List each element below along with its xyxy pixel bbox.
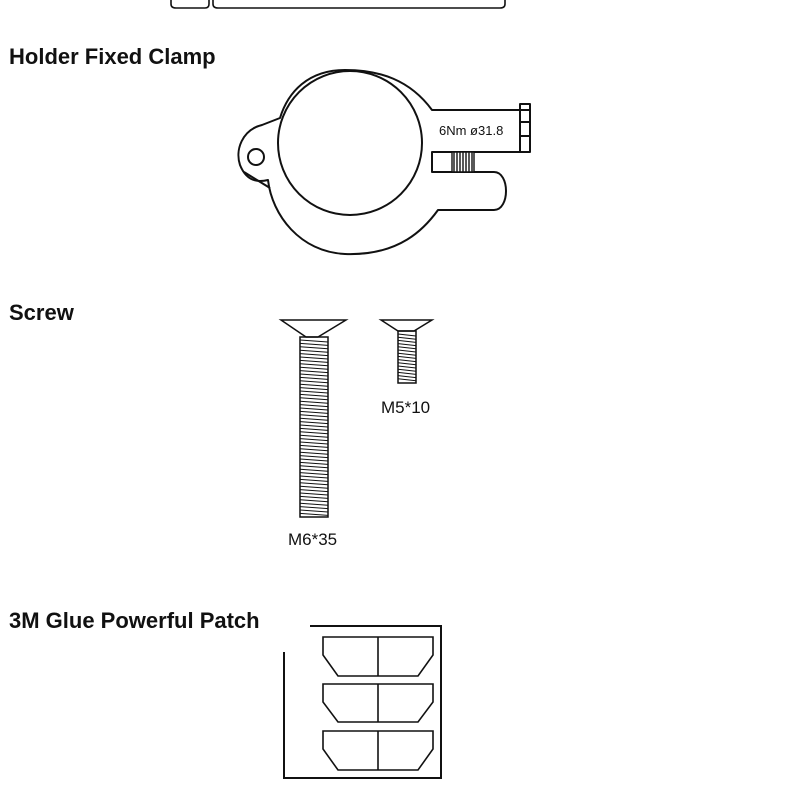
thread-line [299, 509, 329, 513]
thread-line [397, 336, 417, 340]
clamp-outer-body [237, 69, 530, 256]
thread-line [397, 368, 417, 372]
thread-line [299, 383, 329, 387]
section-title-patch: 3M Glue Powerful Patch [9, 608, 260, 633]
thread-line [299, 339, 329, 343]
thread-line [299, 478, 329, 482]
thread-line [299, 458, 329, 462]
thread-line [397, 365, 417, 369]
thread-line [299, 512, 329, 516]
thread-line [299, 448, 329, 452]
thread-line [299, 482, 329, 486]
thread-line [299, 506, 329, 510]
thread-line [299, 397, 329, 401]
thread-line [299, 475, 329, 479]
previous-part-fragment [170, 0, 506, 9]
thread-line [299, 438, 329, 442]
thread-line [299, 444, 329, 448]
thread-line [299, 359, 329, 363]
thread-line [299, 380, 329, 384]
clamp-callout-label: 6Nm ø31.8 [439, 123, 503, 138]
thread-line [299, 404, 329, 408]
thread-line [299, 434, 329, 438]
section-title-screw: Screw [9, 300, 74, 325]
thread-line [299, 346, 329, 350]
patch-drawing [283, 625, 442, 779]
thread-line [397, 343, 417, 347]
thread-line [299, 472, 329, 476]
thread-line [397, 378, 417, 382]
thread-line [299, 468, 329, 472]
thread-line [397, 339, 417, 343]
thread-line [299, 342, 329, 346]
thread-line [299, 492, 329, 496]
thread-line [299, 387, 329, 391]
thread-line [299, 465, 329, 469]
thread-line [397, 371, 417, 375]
thread-line [299, 353, 329, 357]
patch-pad [322, 683, 434, 723]
thread-line [299, 356, 329, 360]
thread-line [299, 489, 329, 493]
thread-line [299, 431, 329, 435]
clamp-drawing [237, 69, 531, 256]
thread-line [299, 485, 329, 489]
long-screw [278, 319, 349, 518]
thread-line [397, 333, 417, 337]
patch-sheet-outline [283, 625, 442, 779]
thread-line [299, 370, 329, 374]
thread-line [299, 366, 329, 370]
long-screw-label: M6*35 [288, 530, 337, 549]
thread-line [299, 390, 329, 394]
thread-line [299, 427, 329, 431]
thread-line [299, 410, 329, 414]
thread-line [299, 455, 329, 459]
short-screw [378, 319, 435, 384]
thread-line [299, 393, 329, 397]
thread-line [299, 400, 329, 404]
clamp-hinge-hole [247, 148, 265, 166]
thread-line [299, 499, 329, 503]
thread-line [397, 349, 417, 353]
thread-line [299, 495, 329, 499]
thread-line [397, 352, 417, 356]
thread-line [299, 417, 329, 421]
clamp-end-cap [519, 103, 531, 153]
thread-line [397, 346, 417, 350]
thread-line [299, 349, 329, 353]
thread-line [299, 502, 329, 506]
thread-line [299, 451, 329, 455]
patch-pad [322, 636, 434, 677]
thread-line [299, 421, 329, 425]
thread-line [299, 407, 329, 411]
thread-line [397, 355, 417, 359]
thread-line [397, 375, 417, 379]
patch-pad [322, 730, 434, 771]
thread-line [397, 362, 417, 366]
thread-line [299, 373, 329, 377]
short-screw-label: M5*10 [381, 398, 430, 417]
thread-line [299, 414, 329, 418]
thread-line [397, 359, 417, 363]
section-title-clamp: Holder Fixed Clamp [9, 44, 216, 69]
thread-line [299, 461, 329, 465]
thread-line [299, 441, 329, 445]
clamp-inner-ring [277, 70, 423, 216]
thread-line [299, 424, 329, 428]
clamp-bolt-thread [451, 151, 475, 173]
thread-line [299, 363, 329, 367]
thread-line [299, 376, 329, 380]
